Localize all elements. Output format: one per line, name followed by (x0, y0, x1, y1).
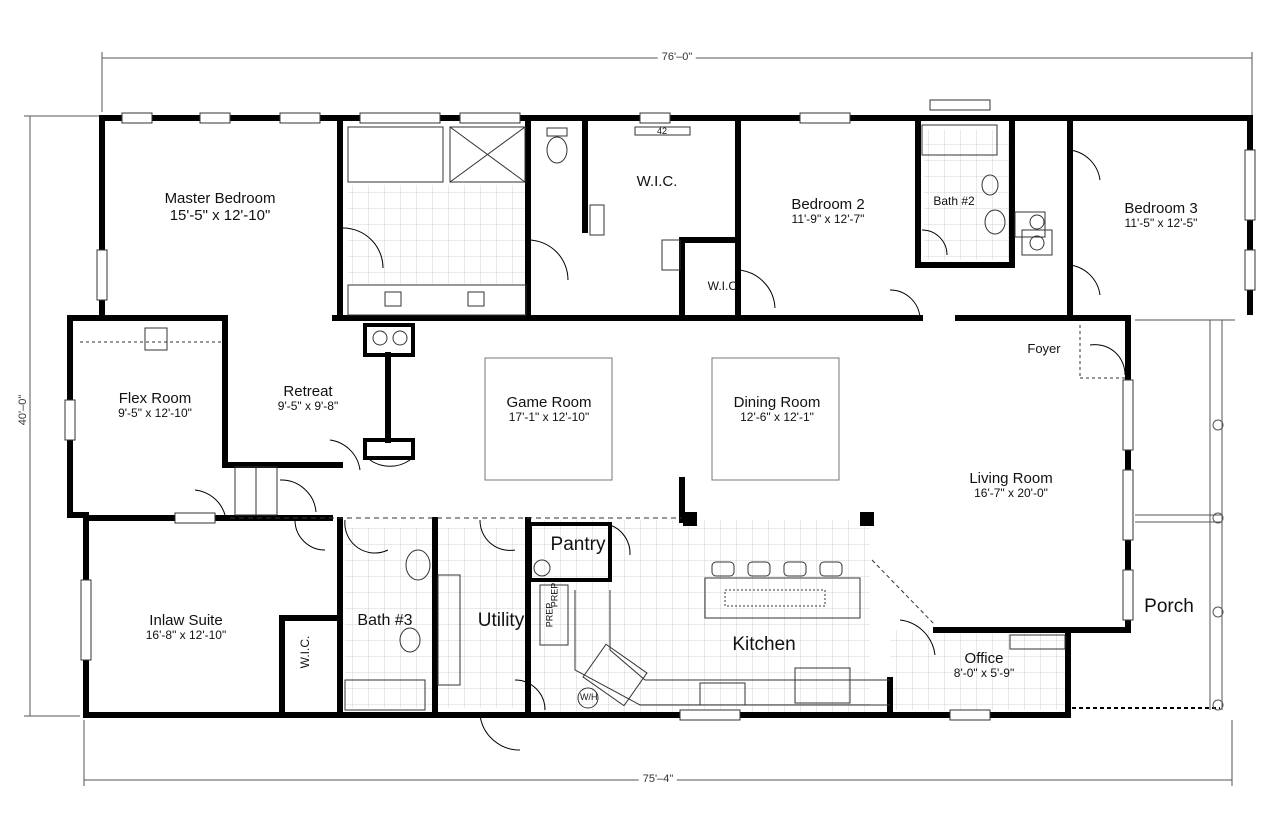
room-size: 12'-6" x 12'-1" (740, 410, 814, 425)
room-name: Bath #2 (933, 194, 975, 208)
room-name: Office (964, 650, 1004, 667)
room-name: W.I.C. (707, 279, 741, 293)
room-size: 11'-9" x 12'-7" (791, 212, 865, 227)
room-inlaw-suite: Inlaw Suite 16'-8" x 12'-10" (146, 612, 226, 643)
door-swings (194, 149, 1126, 751)
room-name: Foyer (1027, 341, 1061, 356)
room-porch: Porch (1144, 596, 1194, 618)
room-dining-room: Dining Room 12'-6" x 12'-1" (734, 394, 821, 425)
room-name: W.I.C. (636, 173, 678, 190)
room-wic-master: W.I.C. (637, 173, 678, 190)
room-size: 17'-1" x 12'-10" (508, 410, 590, 425)
prep-label-b: PREP (549, 582, 560, 608)
cabinet-label: 42 (657, 126, 668, 136)
room-name: Bedroom 2 (791, 196, 865, 213)
room-foyer: Foyer (1027, 341, 1061, 357)
overall-width-bottom: 75'–4" (638, 773, 678, 785)
room-living-room: Living Room 16'-7" x 20'-0" (969, 470, 1052, 501)
room-name: Dining Room (733, 394, 821, 411)
tile-floors (345, 130, 1065, 715)
room-kitchen: Kitchen (732, 634, 795, 656)
room-size: 9'-5" x 9'-8" (277, 399, 339, 414)
room-name: Retreat (283, 383, 333, 400)
room-name: Inlaw Suite (149, 612, 223, 629)
room-size: 8'-0" x 5'-9" (953, 666, 1015, 681)
room-bedroom3: Bedroom 3 11'-5" x 12'-5" (1124, 200, 1197, 231)
overall-depth: 40'–0" (17, 390, 30, 430)
room-bath3: Bath #3 (357, 612, 412, 630)
porch (1072, 319, 1235, 711)
room-master-bedroom: Master Bedroom 15'-5" x 12'-10" (165, 190, 276, 225)
room-name: Game Room (506, 394, 592, 411)
water-heater-label: W/H (580, 692, 598, 702)
room-game-room: Game Room 17'-1" x 12'-10" (506, 394, 591, 425)
room-size: 15'-5" x 12'-10" (169, 207, 271, 225)
room-bedroom2: Bedroom 2 11'-9" x 12'-7" (791, 196, 864, 227)
room-flex-room: Flex Room 9'-5" x 12'-10" (118, 390, 192, 421)
room-size: 11'-5" x 12'-5" (1124, 216, 1198, 231)
room-office: Office 8'-0" x 5'-9" (954, 650, 1014, 681)
room-retreat: Retreat 9'-5" x 9'-8" (278, 383, 338, 414)
room-wic-small: W.I.C. (707, 279, 741, 294)
room-name: Flex Room (118, 390, 192, 407)
windows (64, 99, 1256, 721)
room-size: 16'-8" x 12'-10" (145, 628, 227, 643)
room-name: Bedroom 3 (1124, 200, 1198, 217)
room-utility: Utility (478, 610, 524, 632)
room-name: Porch (1144, 596, 1194, 617)
room-name: Bath #3 (357, 612, 413, 629)
room-size: 16'-7" x 20'-0" (974, 486, 1048, 501)
fixtures (80, 124, 1125, 711)
overall-width-top: 76'–0" (657, 51, 697, 63)
room-name: Utility (477, 610, 525, 631)
room-name: Master Bedroom (164, 190, 276, 207)
room-size: 9'-5" x 12'-10" (118, 406, 192, 421)
room-name: Pantry (550, 534, 606, 555)
room-wic-inlaw: W.I.C. (298, 635, 312, 669)
room-name: Kitchen (732, 634, 796, 655)
room-bath2: Bath #2 (933, 194, 975, 209)
room-name: Living Room (969, 470, 1053, 487)
posts (683, 512, 874, 526)
room-pantry: Pantry (551, 534, 606, 556)
